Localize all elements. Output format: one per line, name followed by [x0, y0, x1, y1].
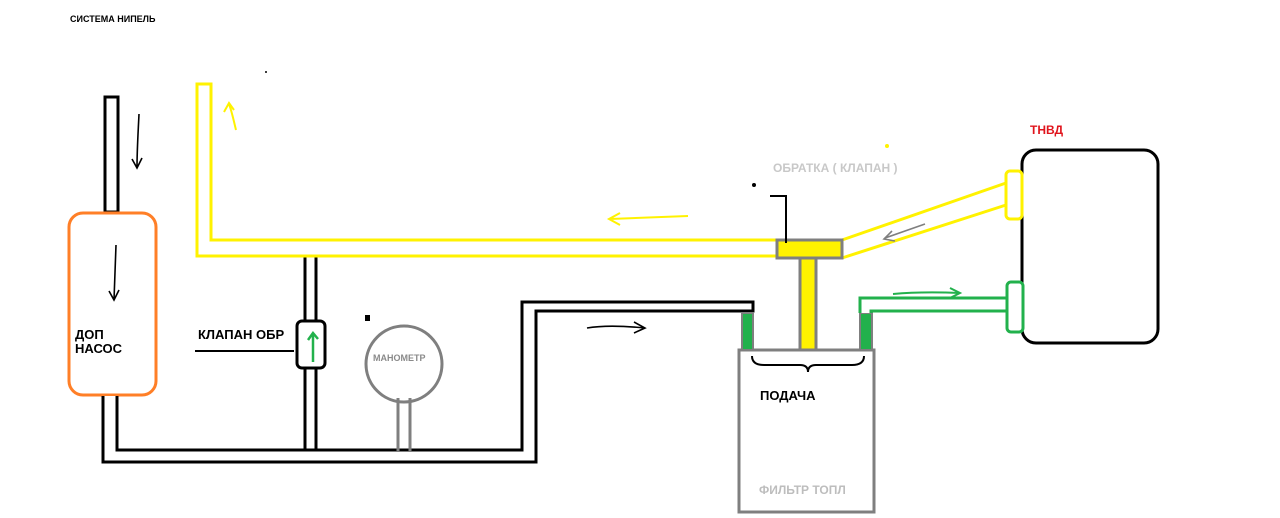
hp-pump-feed-port: [1005, 280, 1025, 334]
check-valve: [295, 319, 327, 370]
return-flow-arrow-icon: [606, 212, 689, 226]
pressure-gauge: [364, 324, 444, 452]
return-line: [195, 82, 779, 258]
dot-mark: [265, 71, 267, 73]
fuel-filter-label: ФИЛЬТР ТОПЛ: [759, 483, 846, 497]
inlet-flow-arrow-icon: [131, 113, 143, 170]
feed-label: ПОДАЧА: [760, 388, 816, 403]
feed-brace: [751, 355, 865, 373]
feed-line: [858, 296, 1009, 313]
dot-mark: [885, 144, 889, 148]
dot-mark: [752, 183, 756, 187]
pump-flow-arrow-icon: [108, 244, 120, 302]
check-valve-arrow-icon: [306, 330, 319, 362]
hp-pump-label: ТНВД: [1030, 123, 1064, 137]
additional-pump-label: ДОП НАСОС: [75, 327, 123, 357]
return-valve-leader: [770, 195, 787, 243]
check-valve-branch: [303, 254, 318, 450]
hp-pump-return-port: [1004, 169, 1024, 221]
additional-pump-label-line1: ДОП: [75, 327, 104, 342]
additional-pump: [67, 211, 158, 397]
return-valve-label: ОБРАТКА ( КЛАПАН ): [773, 161, 898, 175]
check-valve-label: КЛАПАН ОБР: [198, 327, 285, 342]
diagram-title: СИСТЕМА НИПЕЛЬ: [70, 14, 156, 24]
filter-inlet-port: [741, 312, 754, 351]
inlet-pipe: [103, 95, 120, 214]
dot-mark: [365, 315, 370, 321]
fuel-filter: [737, 348, 876, 514]
filter-outlet-port: [859, 312, 873, 351]
additional-pump-label-line2: НАСОС: [75, 341, 123, 357]
hp-pump: [1020, 148, 1160, 345]
feed-flow-arrow-icon: [892, 287, 963, 299]
return-diagonal-arrow-icon: [882, 223, 926, 242]
gauge-label: МАНОМЕТР: [373, 353, 426, 363]
return-up-arrow-icon: [223, 101, 237, 131]
pump-to-filter-pipe: [101, 300, 755, 464]
return-line-to-hp-pump: [841, 181, 1007, 260]
pipe-flow-arrow-icon: [586, 321, 647, 334]
return-valve-stem: [798, 256, 818, 352]
